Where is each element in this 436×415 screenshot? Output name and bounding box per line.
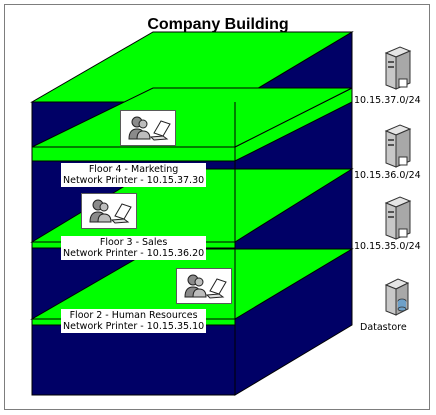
subnet-label: 10.15.35.0/24 — [354, 241, 421, 252]
subnet-label: 10.15.37.0/24 — [354, 95, 421, 106]
users-laptop-icon — [120, 110, 176, 146]
printer-address: Network Printer - 10.15.35.10 — [63, 321, 205, 332]
printer-address: Network Printer - 10.15.36.20 — [63, 248, 205, 259]
floor-name: Floor 4 - Marketing — [88, 164, 179, 175]
floor-label-4: Floor 4 - Marketing Network Printer - 10… — [61, 163, 207, 187]
floor-slab-4 — [31, 146, 236, 162]
diagram-frame: Company Building — [4, 4, 430, 410]
printer-address: Network Printer - 10.15.37.30 — [63, 175, 205, 186]
users-laptop-icon — [176, 268, 232, 304]
floor-label-3: Floor 3 - Sales Network Printer - 10.15.… — [61, 236, 207, 260]
floor-label-2: Floor 2 - Human Resources Network Printe… — [61, 309, 207, 333]
subnet-label: 10.15.36.0/24 — [354, 170, 421, 181]
floor-slab-4-top — [31, 87, 353, 148]
datastore-label: Datastore — [360, 322, 407, 333]
floor-name: Floor 3 - Sales — [99, 237, 168, 248]
diagram-title: Company Building — [147, 16, 289, 33]
users-laptop-icon — [81, 193, 137, 229]
floor-name: Floor 2 - Human Resources — [69, 310, 198, 321]
building-diagram — [30, 31, 354, 396]
